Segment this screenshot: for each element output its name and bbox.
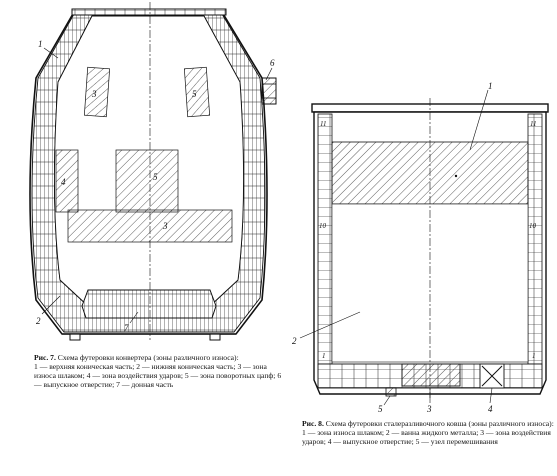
zone-5-upper-right <box>183 66 211 118</box>
zone-4 <box>55 149 79 213</box>
leader-1 <box>43 47 59 59</box>
ladle-label-5: 5 <box>378 404 383 414</box>
leader-8-5 <box>383 395 391 406</box>
zone-3-impact <box>401 363 461 387</box>
stirring-node <box>385 387 397 397</box>
support-left <box>69 333 81 341</box>
figure-7-caption-text: Схема футеровки конвертера (зоны различн… <box>57 353 239 362</box>
ladle-label-1: 1 <box>488 81 493 91</box>
label-5-trunnion: 5 <box>153 172 158 182</box>
figure-8-caption-title: Рис. 8. <box>302 419 324 428</box>
leader-7 <box>129 311 139 324</box>
ladle-label-1-right-bottom: 1 <box>532 352 536 360</box>
leader-8-2 <box>299 311 361 339</box>
slag-zone-marker <box>454 174 458 178</box>
tap-hole <box>261 77 277 105</box>
leader-8-1 <box>469 89 489 151</box>
converter-mouth-rim <box>71 8 227 16</box>
ladle-wall-left <box>317 113 333 365</box>
ladle-label-2: 2 <box>292 336 297 346</box>
leader-6 <box>265 67 273 81</box>
leader-2 <box>41 295 61 315</box>
figure-8-caption-text: Схема футеровки сталеразливочного ковша … <box>325 419 554 428</box>
figure-7-caption: Рис. 7. Схема футеровки конвертера (зоны… <box>34 353 282 389</box>
label-4: 4 <box>61 177 66 187</box>
converter-diagram: 1 2 3 3 4 5 5 6 7 <box>29 2 277 341</box>
support-right <box>209 333 221 341</box>
label-2: 2 <box>36 316 41 326</box>
figure-7-caption-title: Рис. 7. <box>34 353 56 362</box>
figure-8-legend: 1 — зона износа шлаком; 2 — ванна жидког… <box>302 428 551 446</box>
label-3-upper: 3 <box>91 89 97 99</box>
ladle-label-10-left: 10 <box>319 222 327 230</box>
converter-bottom <box>81 289 217 319</box>
ladle-label-3: 3 <box>426 404 432 414</box>
label-1: 1 <box>38 39 43 49</box>
ladle-label-11-left: 11 <box>320 120 326 128</box>
ladle-label-11-right: 11 <box>530 120 536 128</box>
ladle-label-1-left-bottom: 1 <box>322 352 326 360</box>
ladle-wall-right <box>527 113 543 365</box>
label-6: 6 <box>270 58 275 68</box>
zone-3-upper-left <box>83 66 111 118</box>
leader-8-4 <box>489 387 493 404</box>
ladle-diagram: 1 2 3 4 5 10 10 11 11 1 1 <box>292 81 549 414</box>
label-3-band: 3 <box>162 221 168 231</box>
figure-7-legend: 1 — верхняя коническая часть; 2 — нижняя… <box>34 362 282 389</box>
ladle-tap-hole <box>479 363 505 389</box>
ladle-label-4: 4 <box>488 404 493 414</box>
figure-8-caption: Рис. 8. Схема футеровки сталеразливочног… <box>302 419 554 446</box>
label-5-upper: 5 <box>192 89 197 99</box>
label-7: 7 <box>124 323 129 333</box>
ladle-label-10-right: 10 <box>529 222 537 230</box>
zone-5-trunnion <box>115 149 179 213</box>
